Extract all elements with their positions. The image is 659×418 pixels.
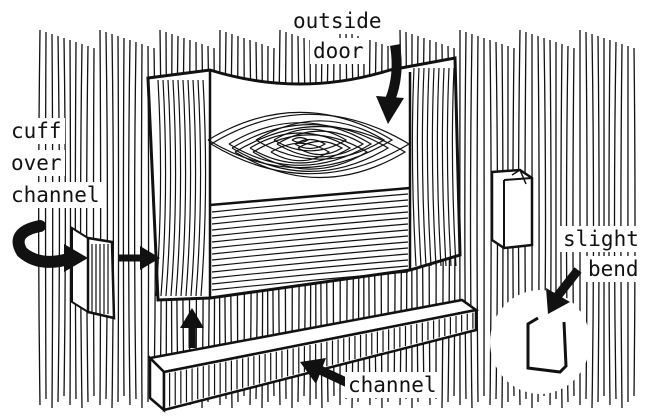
arrow-icon [118, 246, 160, 270]
label-cuff-line2: over [8, 150, 65, 176]
label-channel: channel [345, 372, 440, 398]
label-cuff-line1: cuff [8, 118, 65, 144]
cuff-piece [72, 228, 114, 318]
label-cuff-line3: channel [8, 182, 103, 208]
label-outside-door-line2: door [310, 38, 367, 64]
bend-detail-circle [490, 290, 590, 394]
door-panel [148, 58, 460, 300]
label-slight-bend-line1: slight [560, 226, 642, 252]
channel-end-piece [492, 170, 532, 248]
label-outside-door-line1: outside [290, 8, 385, 34]
label-slight-bend-line2: bend [585, 256, 642, 282]
